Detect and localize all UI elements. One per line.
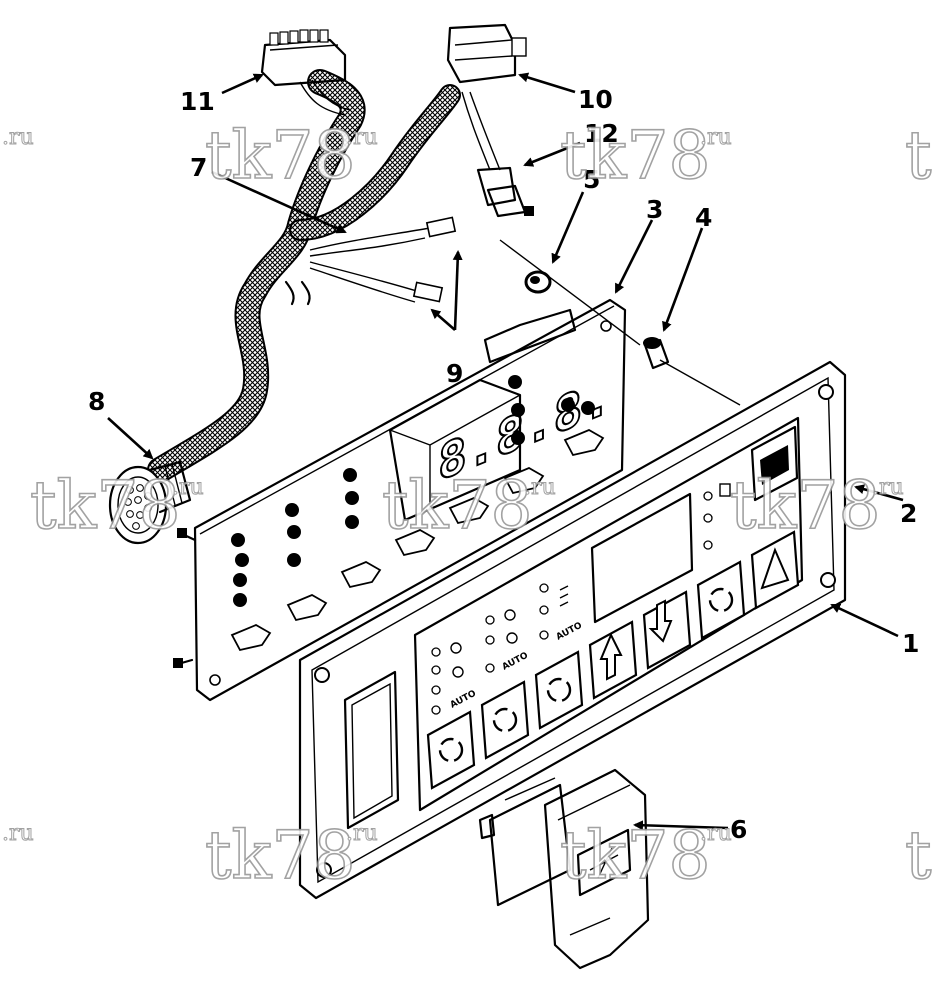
watermark-sub: .ru	[872, 475, 904, 500]
unit-icon	[719, 483, 731, 497]
connectors-9	[412, 216, 457, 303]
connector-12	[476, 166, 534, 218]
callout-numbers: 11 10 12 7 5 3 4 9 8 2 1 6	[88, 85, 919, 844]
leader-5	[551, 191, 585, 264]
down-arrow-icon	[648, 599, 673, 643]
watermark-sub: .ru	[2, 125, 34, 150]
leader-9b	[430, 308, 456, 331]
leader-11	[221, 73, 264, 95]
cycle-arrows-icon	[708, 587, 734, 613]
auto-label: AUTO	[501, 651, 531, 673]
watermark-main: tk78	[30, 467, 181, 544]
leader-9a	[452, 250, 463, 331]
callout-6: 6	[730, 815, 747, 844]
watermark-main: tk78	[560, 817, 711, 894]
callout-2: 2	[900, 499, 917, 528]
leader-10	[518, 72, 576, 94]
cycle-arrows-icon	[546, 677, 572, 703]
rocker-switch-6	[478, 768, 650, 970]
callout-12: 12	[584, 119, 619, 148]
callout-7: 7	[190, 153, 207, 182]
front-panel-1: AUTO AUTO AUTO	[298, 360, 847, 900]
watermark-sub: .ru	[700, 125, 732, 150]
watermark-main: tk78	[205, 117, 356, 194]
leader-1	[830, 603, 899, 638]
heat-waves-icon	[559, 585, 569, 607]
connector-11	[260, 29, 347, 87]
wire-harness	[147, 69, 501, 483]
brand-logo-icon	[750, 425, 799, 502]
watermark-main: tk78	[382, 467, 533, 544]
callout-10: 10	[578, 85, 613, 114]
cycle-arrows-icon	[492, 707, 518, 733]
watermark-main-partial: t	[905, 117, 932, 194]
watermark-main-partial: t	[905, 817, 932, 894]
callout-4: 4	[695, 203, 712, 232]
auto-label: AUTO	[555, 621, 585, 643]
watermarks: .ru tk78 .ru tk78 .ru t tk78 .ru tk78 .r…	[2, 116, 933, 895]
watermark-sub: .ru	[524, 475, 556, 500]
callout-5: 5	[583, 165, 600, 194]
leader-8	[107, 417, 154, 460]
snowflake-icon	[506, 632, 518, 644]
warning-triangle-icon	[760, 547, 790, 590]
leader-12	[523, 141, 581, 167]
cycle-button	[696, 560, 746, 640]
callout-9: 9	[446, 359, 463, 388]
watermark-main: tk78	[730, 467, 881, 544]
mode-button-3	[534, 650, 584, 730]
up-arrow-icon	[599, 632, 623, 681]
callout-3: 3	[646, 195, 663, 224]
fan-icon	[504, 609, 516, 621]
leader-7	[211, 170, 347, 234]
watermark-sub: .ru	[172, 475, 204, 500]
connector-10	[446, 23, 527, 84]
callout-11: 11	[180, 87, 215, 116]
round-connector-8	[108, 460, 192, 545]
callout-8: 8	[88, 387, 105, 416]
auto-label: AUTO	[449, 689, 479, 711]
leader-3	[614, 219, 654, 294]
callout-1: 1	[902, 629, 919, 658]
leader-6	[633, 820, 729, 831]
leader-2	[854, 484, 904, 502]
watermark-main: tk78	[560, 117, 711, 194]
callout-leaders	[107, 72, 904, 831]
spacer-4	[643, 337, 741, 406]
watermark-sub: .ru	[346, 821, 378, 846]
fan-icon	[450, 642, 462, 654]
mode-button-1	[426, 710, 476, 790]
nut-5	[499, 239, 641, 346]
watermark-sub: .ru	[2, 821, 34, 846]
sun-icon	[452, 666, 464, 678]
watermark-main: tk78	[205, 817, 356, 894]
cycle-arrows-icon	[438, 737, 464, 763]
watermark-sub: .ru	[700, 821, 732, 846]
mode-button-2	[480, 680, 530, 760]
leader-4	[662, 227, 704, 332]
watermark-sub: .ru	[346, 125, 378, 150]
